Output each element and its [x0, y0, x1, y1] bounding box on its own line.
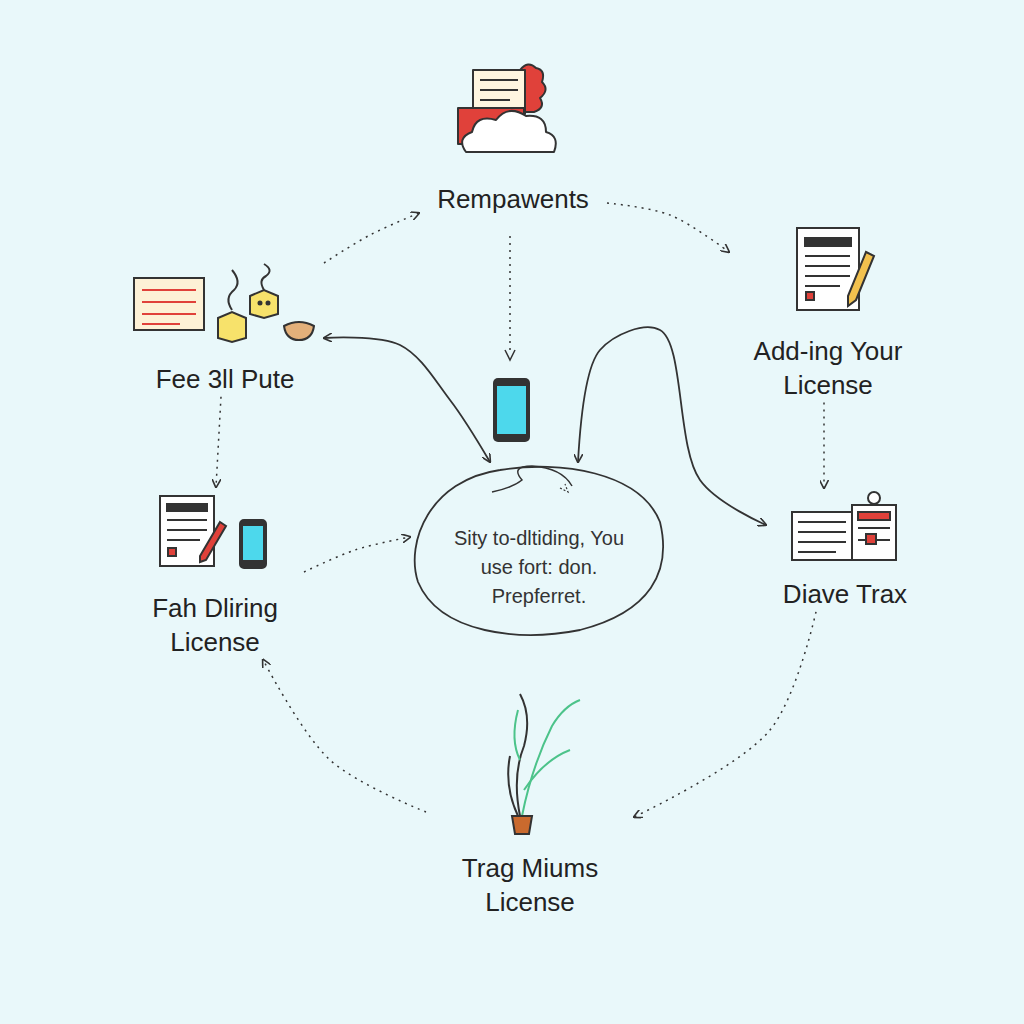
- flow-connector: [324, 337, 490, 462]
- curl-tip: [560, 484, 568, 492]
- flow-step: Fee 3ll Pute: [126, 258, 324, 397]
- folder-cloud-icon: [458, 64, 556, 152]
- bubble-outline-path: [415, 467, 663, 635]
- node-label: Trag Miums License: [426, 852, 634, 920]
- text-bubble: Sity to-dltiding, You use fort: don. Pre…: [410, 462, 668, 638]
- plant-icon: [508, 694, 580, 834]
- node-label: Fee 3ll Pute: [126, 363, 324, 397]
- flow-step: Trag Miums License: [426, 687, 634, 920]
- flow-step: Add-ing Your License: [729, 220, 927, 403]
- leader-arrowhead: [505, 350, 515, 360]
- node-label: Fah Dliring License: [126, 592, 304, 660]
- calendar-blocks-icon: [134, 264, 314, 342]
- node-label: Sity to-dltiding, You use fort: don. Pre…: [447, 524, 632, 611]
- node-label: Diave Trax: [766, 578, 924, 612]
- flow-connector: [578, 327, 766, 525]
- document-pencil-icon: [797, 228, 874, 310]
- flow-connector: [823, 403, 825, 488]
- node-label: Add-ing Your License: [729, 335, 927, 403]
- ledger-icon: [792, 492, 896, 560]
- flow-step: Rempawents: [419, 58, 607, 217]
- flow-connector: [324, 213, 419, 263]
- flow-step: Diave Trax: [766, 488, 924, 612]
- flow-connector: [304, 537, 410, 572]
- flow-connector: [216, 397, 221, 487]
- flow-connector: [634, 612, 816, 817]
- form-phone-icon: [160, 496, 266, 568]
- flow-connector: [263, 660, 426, 812]
- flow-connector: [607, 203, 729, 252]
- flow-step: Fah Dliring License: [126, 487, 304, 660]
- phone-icon: [493, 378, 530, 442]
- leader-arrow: [509, 236, 511, 352]
- node-label: Rempawents: [419, 183, 607, 217]
- bubble-outline: [410, 462, 668, 638]
